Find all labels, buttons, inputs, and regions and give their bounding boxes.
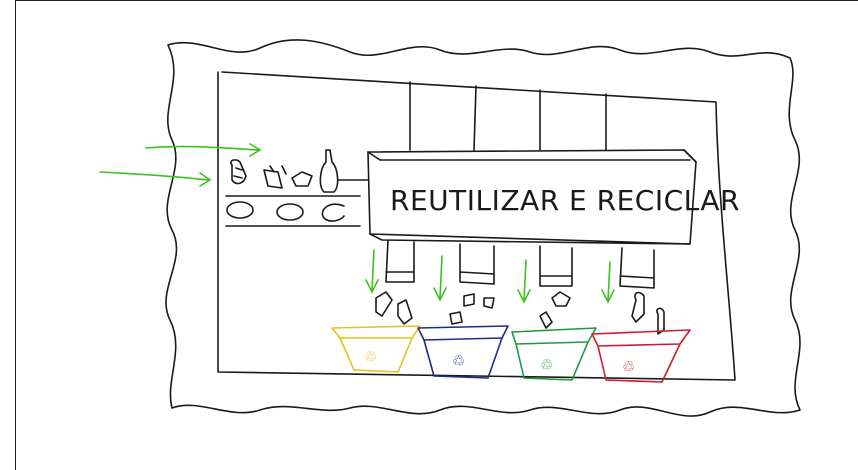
wavy-frame: [165, 39, 801, 417]
blue-bin-recycle-icon: ♲: [452, 352, 465, 370]
carton-item: [291, 171, 313, 187]
down-arrows: [365, 249, 615, 304]
falling-items: [375, 291, 665, 335]
page-border: [15, 0, 858, 470]
belt-items: [230, 149, 339, 193]
blue-bin: [417, 325, 509, 379]
can-item: [263, 165, 287, 189]
red-bin: [591, 329, 691, 383]
red-bin-recycle-icon: ♲: [622, 358, 635, 376]
output-chutes: [385, 239, 655, 289]
yellow-bin-recycle-icon: ♲: [364, 348, 377, 366]
plastic-bottle-item: [319, 149, 339, 193]
inner-frame: [217, 71, 736, 381]
green-bin-recycle-icon: ♲: [540, 356, 553, 374]
incoming-arrows: [99, 143, 262, 187]
machine-supports: [409, 81, 607, 151]
conveyor-belt: [225, 195, 361, 227]
bottle-item: [230, 159, 247, 185]
machine-label: REUTILIZAR E RECICLAR: [390, 184, 740, 217]
green-bin: [511, 327, 597, 381]
machine-box: [367, 149, 697, 245]
yellow-bin: [331, 325, 421, 373]
